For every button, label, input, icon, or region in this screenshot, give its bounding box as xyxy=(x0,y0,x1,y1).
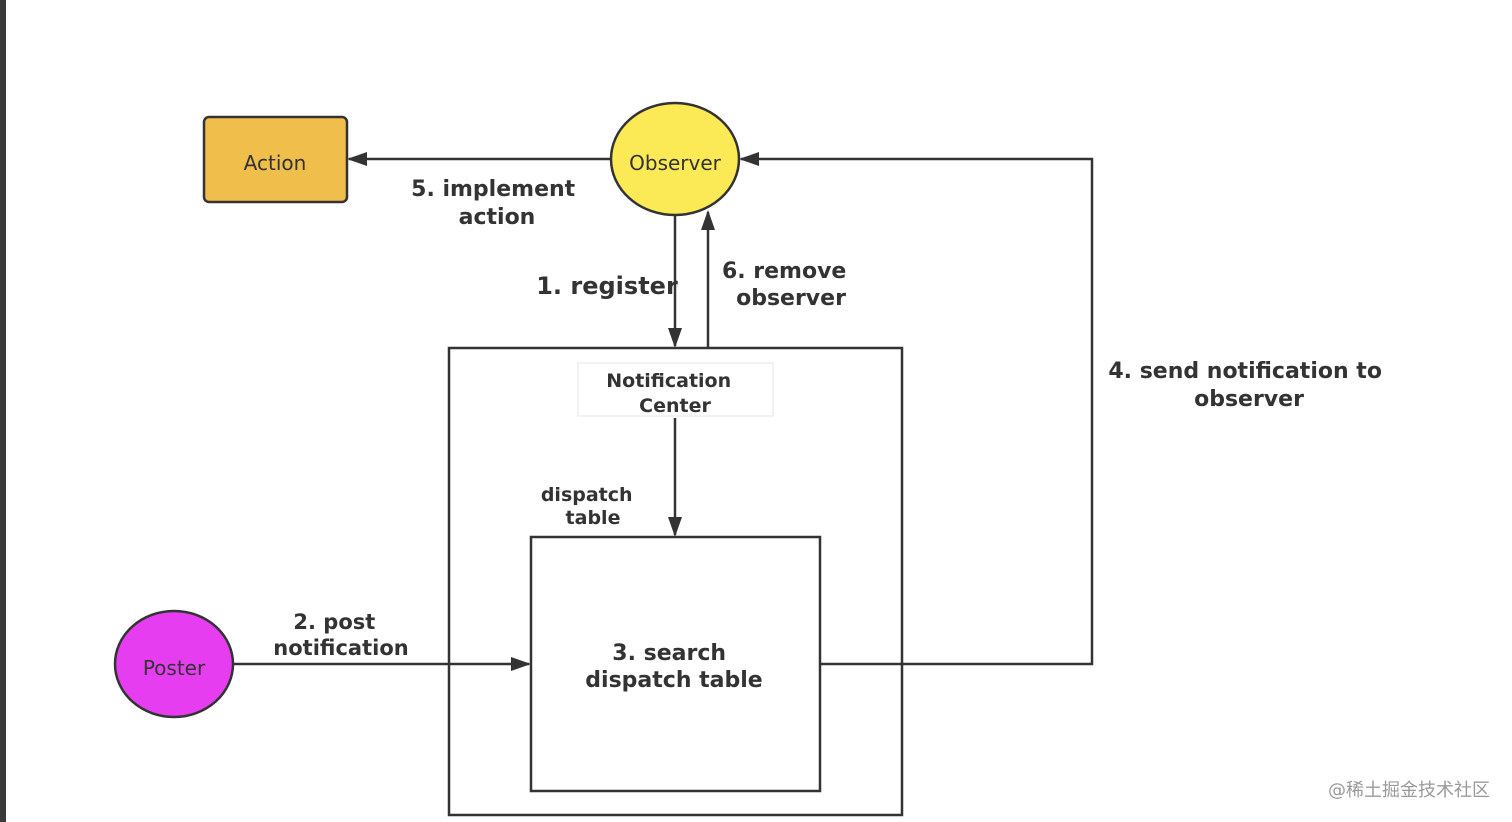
remove-line-2: observer xyxy=(736,286,846,311)
remove-line-1: 6. remove xyxy=(722,259,846,284)
notification-center-label: Notification Center xyxy=(606,370,738,417)
notification-center-label-box xyxy=(577,362,774,417)
action-label: Action xyxy=(244,151,307,175)
dispatch-table-label: dispatch table xyxy=(541,484,639,529)
implement-action-label: 5. implement action xyxy=(411,177,583,230)
register-label: 1. register xyxy=(536,272,678,300)
implement-line-2: action xyxy=(459,205,536,230)
window-left-edge xyxy=(0,0,6,822)
post-line-1: 2. post xyxy=(293,610,375,634)
post-line-2: notification xyxy=(273,636,408,660)
poster-label: Poster xyxy=(143,656,206,680)
notification-center-line-2: Center xyxy=(639,395,711,417)
send-line-1: 4. send notification to xyxy=(1108,359,1382,384)
search-line-2: dispatch table xyxy=(585,668,762,693)
observer-label: Observer xyxy=(629,151,722,175)
edge-send-notification xyxy=(739,152,1094,666)
notification-center-line-1: Notification xyxy=(606,370,731,392)
watermark: @稀土掘金技术社区 xyxy=(1328,780,1490,801)
send-line-2: observer xyxy=(1194,387,1304,412)
dispatch-line-2: table xyxy=(566,507,621,529)
poster-node xyxy=(113,609,235,719)
search-dispatch-table-label: 3. search dispatch table xyxy=(585,641,762,693)
notification-center-container xyxy=(447,346,904,817)
send-notification-label: 4. send notification to observer xyxy=(1108,359,1389,412)
remove-observer-label: 6. remove observer xyxy=(722,259,854,311)
implement-line-1: 5. implement xyxy=(411,177,576,202)
post-notification-label: 2. post notification xyxy=(273,610,408,660)
dispatch-line-1: dispatch xyxy=(541,484,633,506)
search-line-1: 3. search xyxy=(612,641,726,666)
